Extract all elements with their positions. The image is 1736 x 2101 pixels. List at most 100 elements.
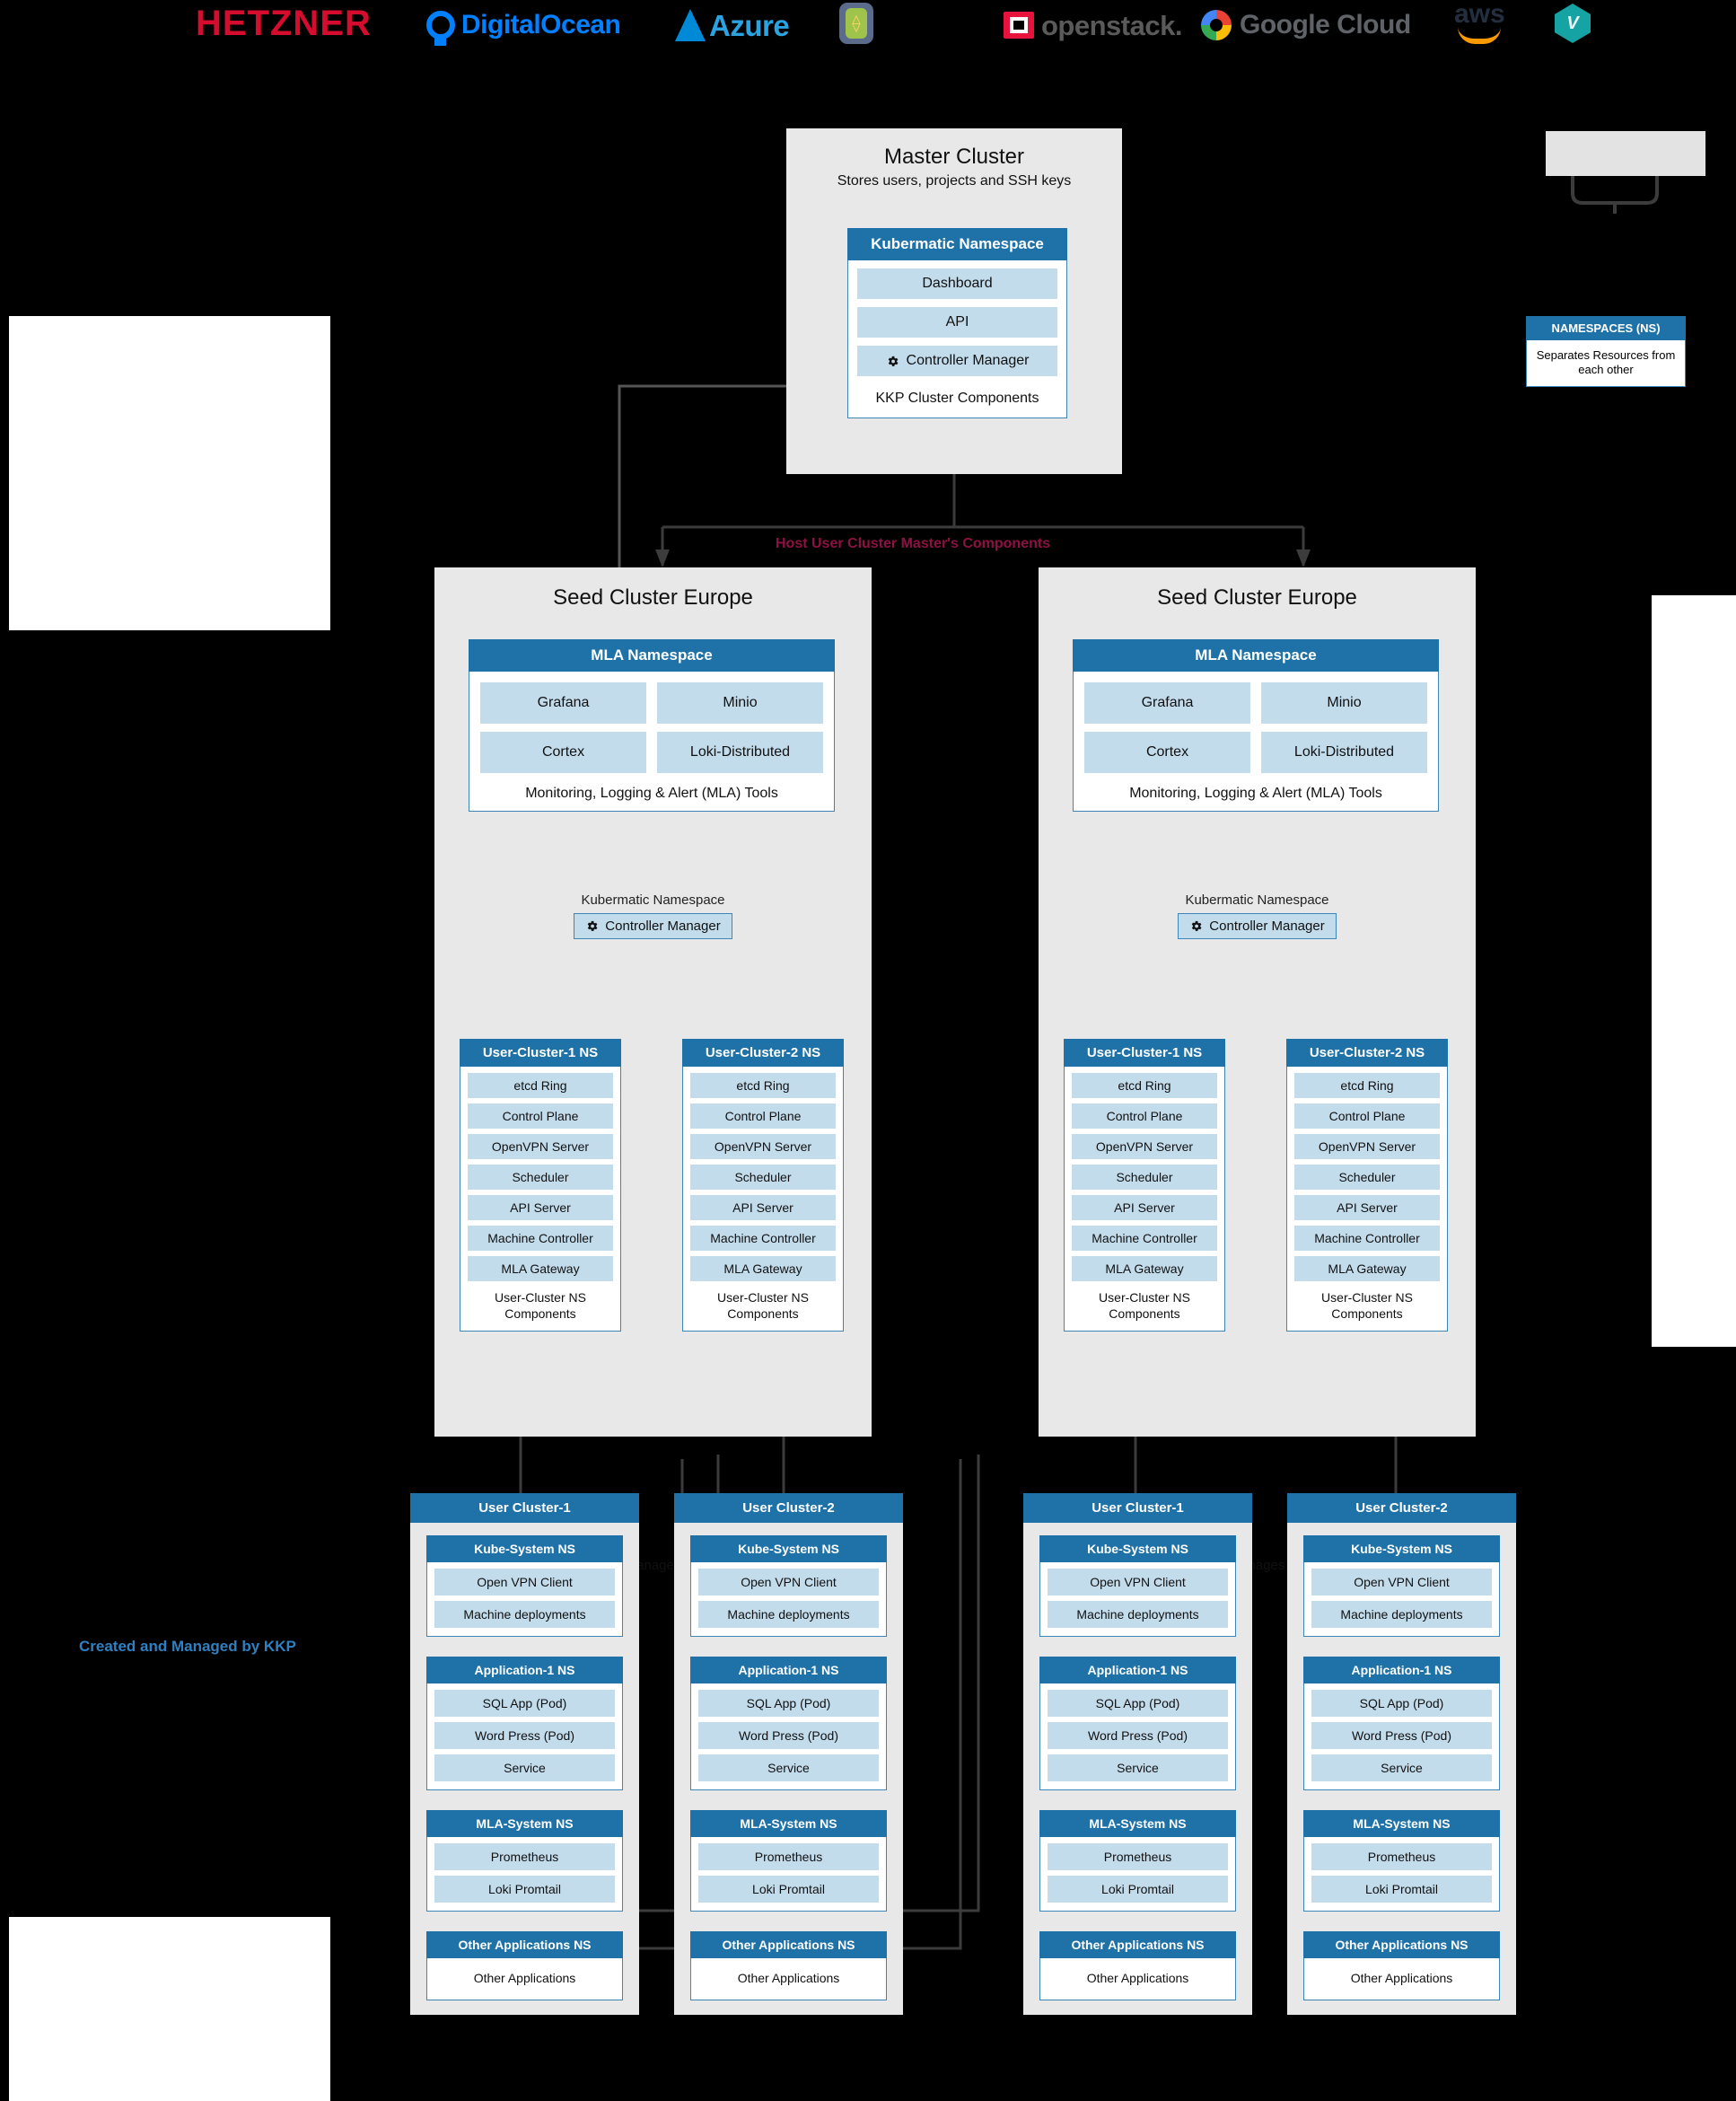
namespace-item[interactable]: Word Press (Pod): [698, 1722, 879, 1749]
namespace-item[interactable]: Prometheus: [434, 1843, 615, 1870]
uc-ns-item[interactable]: MLA Gateway: [690, 1256, 836, 1281]
uc-ns-item[interactable]: MLA Gateway: [468, 1256, 613, 1281]
namespace-item[interactable]: Other Applications: [1350, 1971, 1453, 1985]
master-item-controller-manager[interactable]: Controller Manager: [857, 346, 1057, 376]
uc-ns-item[interactable]: API Server: [690, 1195, 836, 1220]
uc-ns-item[interactable]: Machine Controller: [468, 1226, 613, 1251]
namespace-item[interactable]: Loki Promtail: [1048, 1876, 1228, 1903]
uc-ns-item[interactable]: OpenVPN Server: [690, 1134, 836, 1159]
namespace-item[interactable]: SQL App (Pod): [1311, 1690, 1492, 1717]
uc-ns-item[interactable]: Control Plane: [1294, 1103, 1440, 1129]
uc-ns-item[interactable]: OpenVPN Server: [468, 1134, 613, 1159]
uc-ns-item[interactable]: API Server: [1294, 1195, 1440, 1220]
namespace-item[interactable]: Service: [434, 1754, 615, 1781]
uc-ns-item[interactable]: OpenVPN Server: [1294, 1134, 1440, 1159]
namespace-item[interactable]: Open VPN Client: [698, 1569, 879, 1596]
seed-0-controller-manager[interactable]: Controller Manager: [574, 913, 732, 939]
namespace-item[interactable]: Word Press (Pod): [434, 1722, 615, 1749]
uc-ns-item[interactable]: Scheduler: [1294, 1165, 1440, 1190]
namespace-item[interactable]: Prometheus: [698, 1843, 879, 1870]
seed-0-mla-item-cortex[interactable]: Cortex: [480, 732, 646, 773]
namespace-item[interactable]: Machine deployments: [434, 1601, 615, 1628]
namespace-item[interactable]: Machine deployments: [1311, 1601, 1492, 1628]
kubermatic-namespace-master[interactable]: Kubermatic Namespace Dashboard API Contr…: [847, 228, 1067, 418]
seed-1-mla-item-minio[interactable]: Minio: [1261, 682, 1427, 724]
namespace-item[interactable]: Prometheus: [1048, 1843, 1228, 1870]
namespace-item[interactable]: SQL App (Pod): [1048, 1690, 1228, 1717]
namespace-item[interactable]: Machine deployments: [1048, 1601, 1228, 1628]
uc-ns-item[interactable]: Control Plane: [690, 1103, 836, 1129]
namespace-item[interactable]: Loki Promtail: [434, 1876, 615, 1903]
uc-ns-item[interactable]: Scheduler: [468, 1165, 613, 1190]
namespace-item[interactable]: SQL App (Pod): [698, 1690, 879, 1717]
namespace-item[interactable]: Machine deployments: [698, 1601, 879, 1628]
uc-ns-item[interactable]: MLA Gateway: [1294, 1256, 1440, 1281]
uc-ns-item[interactable]: Control Plane: [1072, 1103, 1217, 1129]
namespace-item[interactable]: SQL App (Pod): [434, 1690, 615, 1717]
namespace-item[interactable]: Loki Promtail: [698, 1876, 879, 1903]
namespace-item[interactable]: Other Applications: [1086, 1971, 1189, 1985]
uc-ns-item[interactable]: Machine Controller: [1072, 1226, 1217, 1251]
uc-ns-item[interactable]: Machine Controller: [1294, 1226, 1440, 1251]
namespace-item[interactable]: Service: [1311, 1754, 1492, 1781]
namespace-item[interactable]: Service: [1048, 1754, 1228, 1781]
uc-ns-item[interactable]: Machine Controller: [690, 1226, 836, 1251]
namespace-item[interactable]: Word Press (Pod): [1048, 1722, 1228, 1749]
master-item-api[interactable]: API: [857, 307, 1057, 338]
uc-ns-item[interactable]: Scheduler: [690, 1165, 836, 1190]
seed-0-kubermatic-namespace[interactable]: Kubermatic Namespace Controller Manager: [434, 892, 872, 939]
seed-1-kubermatic-namespace[interactable]: Kubermatic Namespace Controller Manager: [1039, 892, 1476, 939]
seed-1-mla-item-loki-distributed[interactable]: Loki-Distributed: [1261, 732, 1427, 773]
namespace-item[interactable]: Other Applications: [473, 1971, 576, 1985]
uc-ns-item[interactable]: etcd Ring: [1072, 1073, 1217, 1098]
seed-1-mla-item-grafana[interactable]: Grafana: [1084, 682, 1250, 724]
seed-0-mla-namespace[interactable]: MLA Namespace Grafana Minio Cortex Loki-…: [469, 639, 835, 812]
seed-1-mla-item-cortex[interactable]: Cortex: [1084, 732, 1250, 773]
namespace-item[interactable]: Open VPN Client: [1311, 1569, 1492, 1596]
namespace-item[interactable]: Loki Promtail: [1311, 1876, 1492, 1903]
uc-ns-item[interactable]: Control Plane: [468, 1103, 613, 1129]
namespace-item[interactable]: Service: [698, 1754, 879, 1781]
namespace-item[interactable]: Word Press (Pod): [1311, 1722, 1492, 1749]
namespace-item[interactable]: Open VPN Client: [1048, 1569, 1228, 1596]
uc-ns-item[interactable]: etcd Ring: [1294, 1073, 1440, 1098]
seed-0-mla-item-minio[interactable]: Minio: [657, 682, 823, 724]
seed-1-controller-manager[interactable]: Controller Manager: [1178, 913, 1337, 939]
uc-ns-item[interactable]: etcd Ring: [690, 1073, 836, 1098]
legend-namespaces-card[interactable]: NAMESPACES (NS) Separates Resources from…: [1526, 316, 1686, 387]
namespace-item[interactable]: Prometheus: [1311, 1843, 1492, 1870]
uc-ns-item[interactable]: OpenVPN Server: [1072, 1134, 1217, 1159]
uc-ns-item[interactable]: Scheduler: [1072, 1165, 1217, 1190]
master-cluster[interactable]: Master Cluster Stores users, projects an…: [786, 128, 1122, 474]
uc-ns-item[interactable]: MLA Gateway: [1072, 1256, 1217, 1281]
uc-ns-item[interactable]: API Server: [468, 1195, 613, 1220]
uc-ns-item[interactable]: API Server: [1072, 1195, 1217, 1220]
seed-1-mla-namespace[interactable]: MLA Namespace Grafana Minio Cortex Loki-…: [1073, 639, 1439, 812]
master-item-dashboard[interactable]: Dashboard: [857, 268, 1057, 299]
seed-0-mla-item-loki-distributed[interactable]: Loki-Distributed: [657, 732, 823, 773]
